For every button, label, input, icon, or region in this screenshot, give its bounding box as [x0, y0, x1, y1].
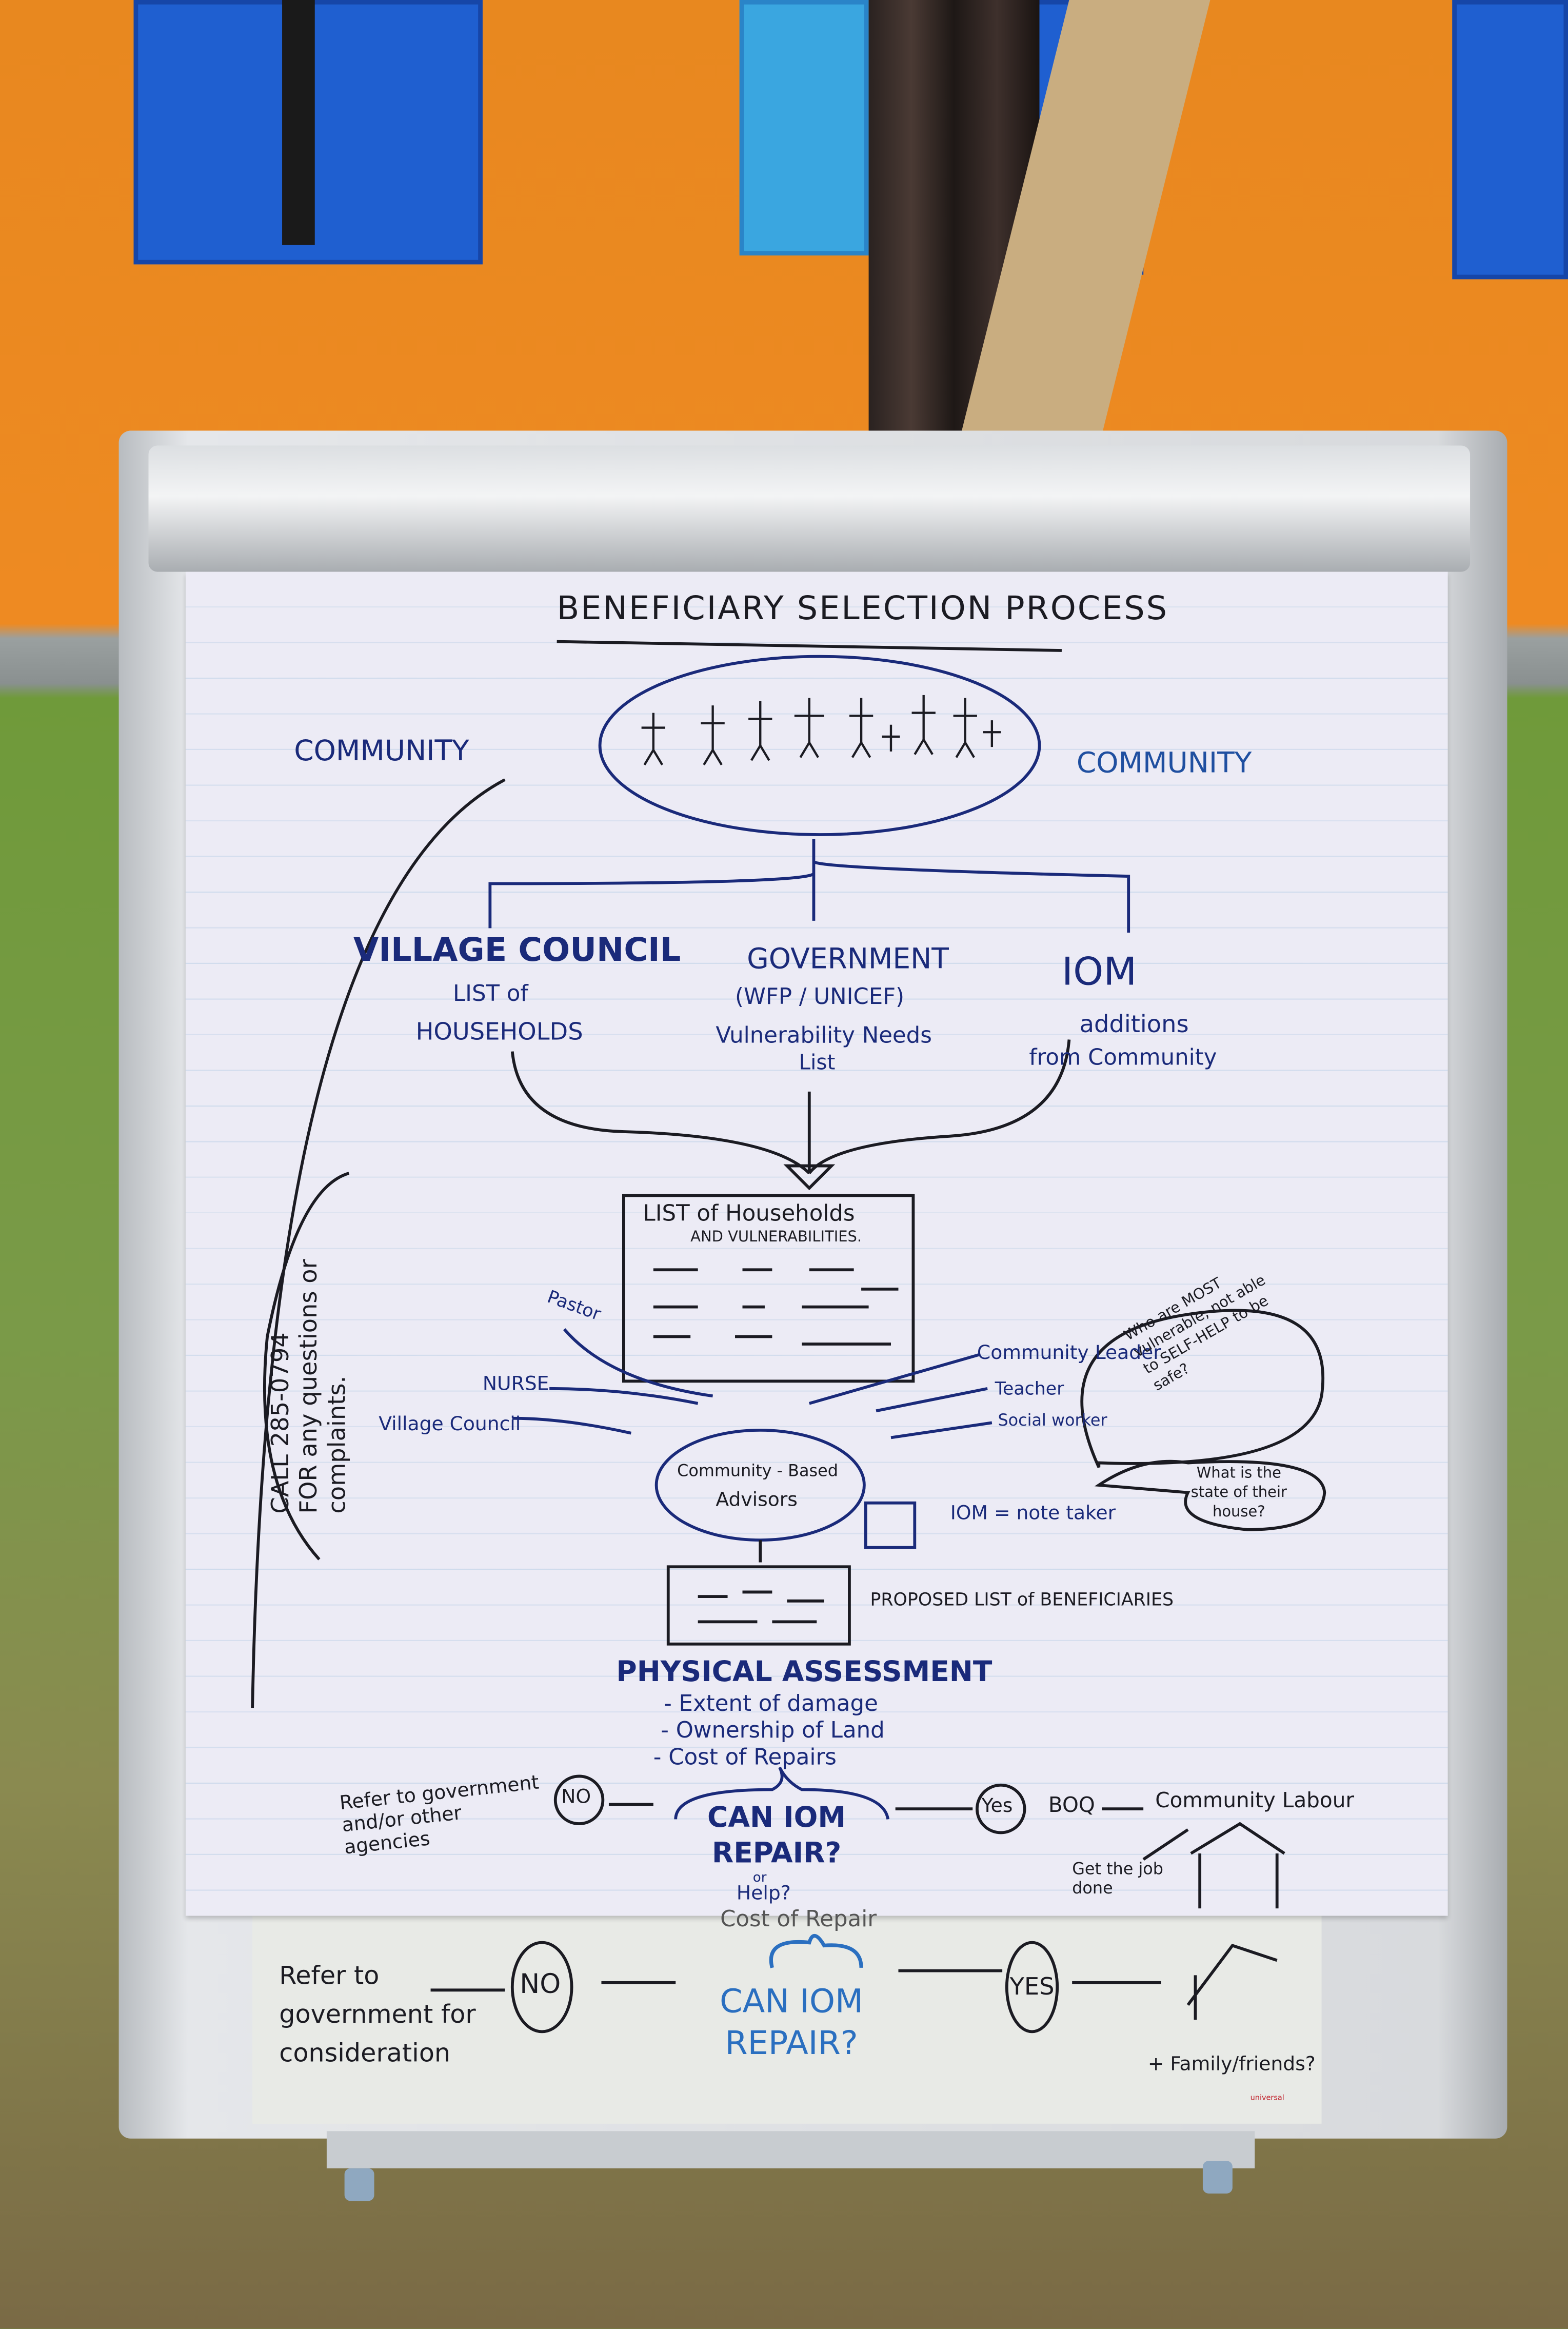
hotline-line1: CALL 285-0794	[266, 1332, 294, 1514]
wb-yes-label: YES	[1009, 1972, 1055, 2001]
speech-bubble-2	[1094, 1459, 1326, 1531]
decision-or: or	[752, 1871, 767, 1886]
yes-circle	[976, 1783, 1026, 1834]
government-line1: (WFP / UNICEF)	[735, 983, 905, 1010]
input-nurse: NURSE	[482, 1373, 549, 1396]
hotline-text: CALL 285-0794 FOR any questions or compl…	[266, 1259, 351, 1513]
wb-yes-circle	[1005, 1941, 1059, 2034]
decision-arrows	[608, 1803, 1189, 1861]
proposed-list-label: PROPOSED LIST of BENEFICIARIES	[870, 1589, 1174, 1610]
no-circle	[553, 1774, 605, 1825]
feedback-loop	[251, 778, 506, 1708]
no-label: NO	[561, 1786, 591, 1809]
list-dashes	[653, 1268, 899, 1346]
input-village-council: Village Council	[379, 1414, 521, 1436]
bubble2-line2: state of their	[1190, 1485, 1287, 1502]
bubble2-line1: What is the	[1196, 1466, 1281, 1483]
merge-arrowhead	[783, 1164, 836, 1191]
assessment-item-1: - Extent of damage	[664, 1690, 878, 1717]
stick-figures	[641, 695, 1001, 766]
light-blue-shutter	[739, 0, 869, 255]
hotline-bracket	[263, 1172, 350, 1561]
village-council-line1: LIST of	[452, 980, 528, 1007]
household-list-box	[622, 1194, 915, 1383]
input-community-leader: Community Leader	[977, 1343, 1161, 1365]
government-title: GOVERNMENT	[747, 943, 949, 976]
wb-no-action: Refer to government for consideration	[279, 1962, 476, 2069]
done-label: Get the job done	[1072, 1859, 1164, 1898]
notebook-icon	[864, 1501, 917, 1549]
community-right-label: COMMUNITY	[1076, 747, 1252, 780]
hotline-line2: FOR any questions or	[294, 1259, 323, 1514]
list-box-line1: LIST of Households	[643, 1200, 855, 1227]
blue-shutter-right	[1452, 0, 1568, 280]
board-brand-logo: universal	[1250, 2094, 1284, 2103]
speech-bubble-1	[1080, 1309, 1325, 1468]
wb-family-label: + Family/friends?	[1147, 2054, 1316, 2077]
chart-title: BENEFICIARY SELECTION PROCESS	[557, 591, 1168, 628]
advisors-circle-line2: Advisors	[716, 1489, 798, 1512]
wb-brace	[769, 1934, 863, 1968]
boq-label: BOQ	[1048, 1794, 1095, 1818]
flipchart-paper	[185, 571, 1448, 1916]
board-leg-right	[1202, 2161, 1233, 2194]
wb-question: CAN IOM REPAIR?	[720, 1984, 863, 2063]
advisors-circle	[654, 1428, 866, 1542]
input-social-worker: Social worker	[998, 1411, 1107, 1430]
community-ellipse	[598, 655, 1041, 836]
proposed-dashes	[698, 1590, 824, 1624]
split-arrows	[488, 839, 1130, 933]
house-sketch	[1190, 1822, 1285, 1909]
window-gap	[282, 0, 315, 245]
decision-question: CAN IOM REPAIR?	[707, 1801, 846, 1870]
community-left-label: COMMUNITY	[294, 735, 469, 768]
input-teacher: Teacher	[995, 1378, 1064, 1399]
labour-label: Community Labour	[1155, 1789, 1355, 1813]
bubble2-text: What is the state of their house?	[1191, 1464, 1287, 1522]
iom-line2: from Community	[1029, 1044, 1217, 1071]
proposed-list-box	[666, 1565, 851, 1646]
assessment-title: PHYSICAL ASSESSMENT	[616, 1655, 993, 1689]
decision-brace	[674, 1766, 890, 1820]
wb-no-label: NO	[520, 1969, 561, 2001]
advisor-input-arrows	[512, 1328, 993, 1439]
government-line3: List	[799, 1051, 836, 1075]
list-box-line2: AND VULNERABILITIES.	[690, 1230, 862, 1246]
advisors-circle-line1: Community - Based	[677, 1461, 838, 1481]
iom-line1: additions	[1079, 1010, 1189, 1038]
wb-cost-label: Cost of Repair	[720, 1905, 877, 1932]
merge-lines	[510, 1039, 1071, 1175]
wb-arrows	[430, 1969, 1161, 1992]
decision-alt: Help?	[736, 1883, 791, 1906]
assessment-item-3: - Cost of Repairs	[653, 1743, 837, 1770]
village-council-line2: HOUSEHOLDS	[415, 1017, 583, 1046]
wb-house-sketch	[1186, 1944, 1278, 2020]
marker-tray	[326, 2131, 1255, 2168]
hotline-line3: complaints.	[322, 1375, 351, 1514]
wb-no-circle	[510, 1941, 573, 2034]
iom-title: IOM	[1061, 950, 1137, 995]
assessment-item-2: - Ownership of Land	[661, 1716, 885, 1744]
bubble2-line3: house?	[1212, 1504, 1265, 1521]
note-taker-label: IOM = note taker	[950, 1503, 1116, 1526]
title-underline	[557, 640, 1062, 652]
board-leg-left	[344, 2168, 374, 2201]
whiteboard-surface	[252, 1901, 1322, 2124]
government-line2: Vulnerability Needs	[716, 1021, 932, 1049]
paper-clamp-bar	[148, 445, 1471, 572]
yes-label: Yes	[981, 1795, 1013, 1818]
village-council-title: VILLAGE COUNCIL	[353, 933, 681, 970]
